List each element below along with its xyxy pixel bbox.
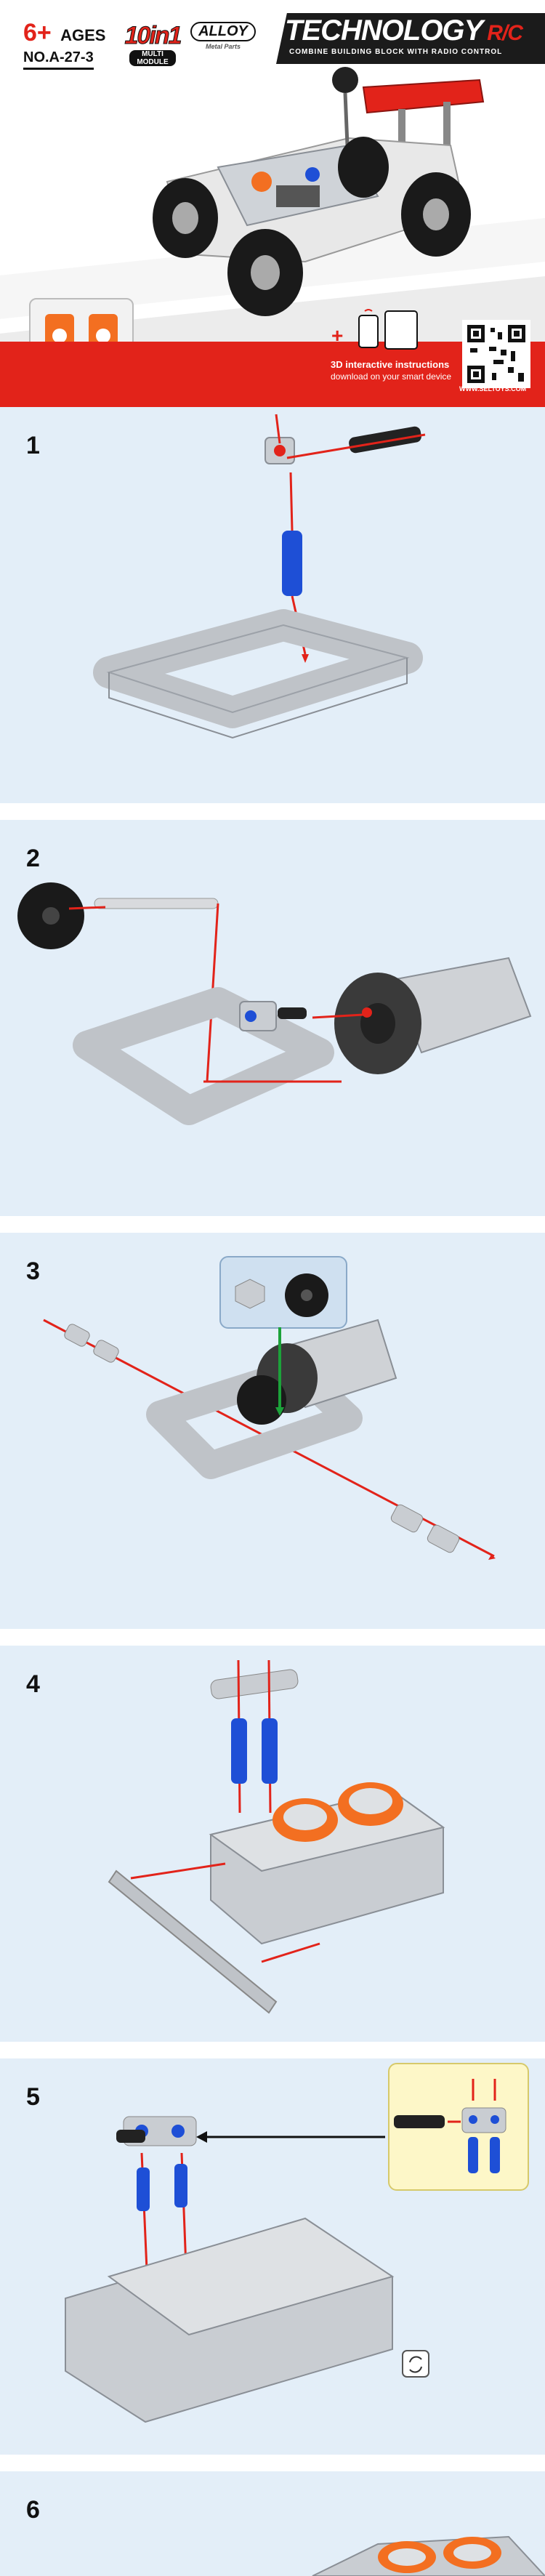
plus-sign: + [331,324,344,347]
badge-alloy-sub: Metal Parts [205,43,241,50]
rotate-model-icon [402,2350,429,2378]
tablet-icon [384,310,418,350]
brand-subtitle: COMBINE BUILDING BLOCK WITH RADIO CONTRO… [289,48,503,56]
badge-10in1-text: 10in1 [124,22,182,50]
age-label: AGES [60,26,106,44]
devices-icon [358,309,418,350]
instructions-title: 3D interactive instructions [331,359,450,370]
badge-alloy-text: ALLOY [190,22,256,41]
cover-header: 6+ AGES NO.A-27-3 10in1 MULTI MODULE ALL… [0,0,545,407]
red-band [0,342,545,407]
badge-10in1-sub: MULTI MODULE [129,50,176,66]
instructions-subtitle: download on your smart device [331,371,452,382]
detail-callout [388,2063,529,2191]
step-1-illustration [93,414,426,739]
brand-rc: R/C [487,21,523,45]
rc-car-illustration [153,67,485,316]
step-5-illustration [65,2116,429,2423]
step-5-panel: 5 [0,2058,545,2455]
qr-code[interactable] [462,320,530,388]
badge-10in1: 10in1 MULTI MODULE [124,22,182,66]
step-number: 2 [26,845,40,872]
step-number: 6 [26,2496,40,2524]
age-number: 6+ [23,19,52,47]
step-1-panel: 1 [0,407,545,803]
model-number: NO.A-27-3 [23,49,94,70]
step-6-panel: 6 [0,2471,545,2576]
step-number: 3 [26,1257,40,1285]
step-4-illustration [108,1659,445,2014]
brand-title-text: TECHNOLOGY [285,15,483,47]
badge-alloy: ALLOY Metal Parts [190,22,256,65]
step-2-illustration [17,882,532,1125]
step-number: 5 [26,2083,40,2111]
website-url: WWW.SELTOYS.COM [459,385,527,393]
step-number: 1 [26,432,40,459]
instructions-promo: 3D interactive instructions download on … [331,349,483,382]
qr-code-graphic [467,325,525,383]
step-3-panel: 3 [0,1233,545,1629]
step-3-illustration [43,1319,496,1560]
parts-callout-graphic [235,1273,328,1317]
age-rating: 6+ AGES [23,19,105,47]
step-6-illustration [312,2535,545,2576]
step-2-panel: 2 [0,820,545,1216]
step-number: 4 [26,1670,40,1698]
detail-callout-graphic [394,2079,506,2173]
phone-icon [358,315,379,348]
step-4-panel: 4 [0,1646,545,2042]
parts-callout [219,1256,347,1329]
